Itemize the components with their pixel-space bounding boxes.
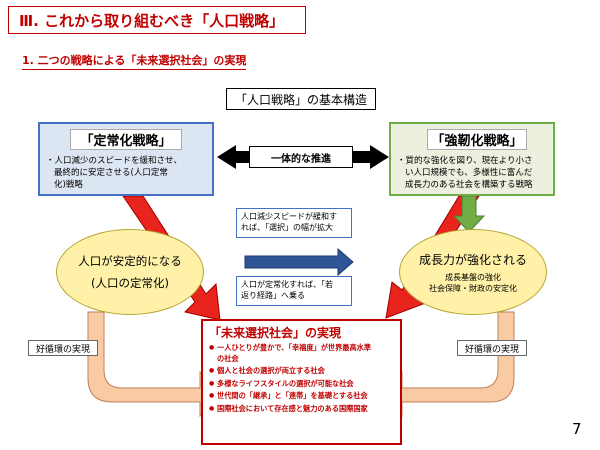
structure-title: 「人口戦略」の基本構造 xyxy=(226,88,376,110)
right-strategy-desc-line: 成長力のある社会を構築する戦略 xyxy=(405,180,533,190)
right-outcome-line: 成長力が強化される xyxy=(418,252,527,267)
future-choice-society-list: 一人ひとりが豊かで、「幸福度」が世界最高水準 の社会 個人と社会の選択が両立する… xyxy=(209,343,399,416)
right-outcome-ellipse: 成長力が強化される 成長基盤の強化 社会保障・財政の安定化 xyxy=(399,229,547,315)
list-item: 個人と社会の選択が両立する社会 xyxy=(209,366,399,376)
list-item: 国際社会において存在感と魅力のある国際国家 xyxy=(209,404,399,414)
left-strategy-desc-line: 最終的に安定させる(人口定常 xyxy=(54,168,168,178)
green-arrow-down-icon xyxy=(452,195,486,233)
page-title-box: Ⅲ. これから取り組むべき「人口戦略」 xyxy=(8,6,306,34)
future-choice-society-title: 「未来選択社会」の実現 xyxy=(209,326,342,340)
left-strategy-box: 「定常化戦略」 ・人口減少のスピードを緩和させ、 最終的に安定させる(人口定常 … xyxy=(38,122,214,196)
list-item: 多様なライフスタイルの選択が可能な社会 xyxy=(209,379,399,389)
page-number: 7 xyxy=(572,420,582,438)
flow-note-line: れば、「選択」の幅が拡大 xyxy=(241,223,333,232)
flow-note-line: 人口が定常化すれば、「若 xyxy=(241,280,333,289)
left-strategy-title: 「定常化戦略」 xyxy=(70,129,182,150)
right-outcome-line: 成長基盤の強化 xyxy=(445,272,501,282)
flow-note-line: 人口減少スピードが緩和す xyxy=(241,212,337,221)
right-outcome-line: 社会保障・財政の安定化 xyxy=(429,283,517,293)
left-strategy-desc-line: 化)戦略 xyxy=(54,180,83,190)
right-strategy-desc-line: い人口規模でも、多様性に富んだ xyxy=(405,168,533,178)
unified-promotion-label: 一体的な推進 xyxy=(249,146,353,168)
blue-right-arrow-icon xyxy=(244,247,354,277)
list-item: 一人ひとりが豊かで、「幸福度」が世界最高水準 xyxy=(209,343,399,353)
flow-note-top: 人口減少スピードが緩和す れば、「選択」の幅が拡大 xyxy=(236,208,352,238)
right-strategy-desc: ・質的な強化を図り、現在より小さ い人口規模でも、多様性に富んだ 成長力のある社… xyxy=(397,155,553,191)
left-strategy-desc: ・人口減少のスピードを緩和させ、 最終的に安定させる(人口定常 化)戦略 xyxy=(46,155,210,191)
flow-note-bottom: 人口が定常化すれば、「若 返り経路」へ乗る xyxy=(236,276,352,306)
right-strategy-box: 「強靭化戦略」 ・質的な強化を図り、現在より小さ い人口規模でも、多様性に富んだ… xyxy=(389,122,555,196)
left-outcome-line: 人口が安定的になる xyxy=(78,254,182,268)
right-strategy-desc-line: ・質的な強化を図り、現在より小さ xyxy=(397,156,533,166)
virtuous-cycle-left-label: 好循環の実現 xyxy=(28,340,98,356)
left-strategy-desc-line: ・人口減少のスピードを緩和させ、 xyxy=(46,156,183,166)
virtuous-cycle-right-label: 好循環の実現 xyxy=(457,340,527,356)
left-outcome-ellipse: 人口が安定的になる (人口の定常化) xyxy=(56,229,204,315)
list-item-continuation: の社会 xyxy=(217,353,239,363)
flow-note-line: 返り経路」へ乗る xyxy=(241,291,305,300)
list-item: 世代間の「継承」と「連帯」を基礎とする社会 xyxy=(209,391,399,401)
future-choice-society-box: 「未来選択社会」の実現 一人ひとりが豊かで、「幸福度」が世界最高水準 の社会 個… xyxy=(201,319,402,445)
right-strategy-title: 「強靭化戦略」 xyxy=(427,129,527,150)
page-title: Ⅲ. これから取り組むべき「人口戦略」 xyxy=(19,11,285,30)
left-outcome-line: (人口の定常化) xyxy=(91,276,169,290)
section-subtitle: 1. 二つの戦略による「未来選択社会」の実現 xyxy=(22,52,247,70)
